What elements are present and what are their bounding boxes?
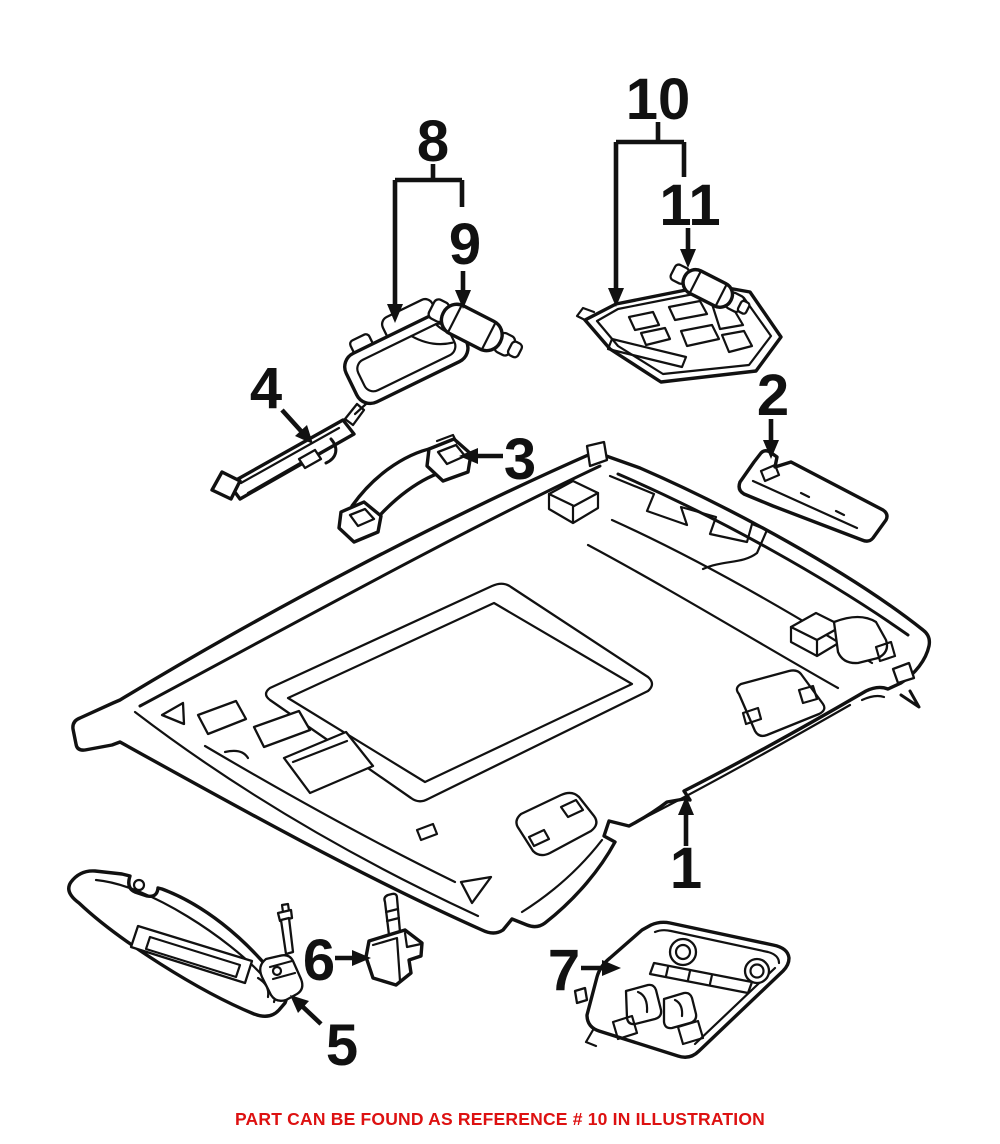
callout-10-arrowhead bbox=[608, 288, 624, 307]
callout-11-label: 11 bbox=[659, 173, 720, 238]
sun-visor-drawing bbox=[67, 869, 288, 1018]
callout-4-line bbox=[280, 408, 303, 433]
rear-trim-panel-drawing bbox=[737, 449, 889, 543]
callout-10: 10 bbox=[608, 67, 690, 307]
callout-2: 2 bbox=[757, 363, 789, 459]
callout-11-arrowhead bbox=[680, 249, 696, 268]
callout-1: 1 bbox=[670, 796, 702, 901]
callout-7-label: 7 bbox=[548, 938, 580, 1003]
callout-5: 5 bbox=[290, 995, 358, 1078]
callout-11: 11 bbox=[659, 173, 721, 268]
callout-2-label: 2 bbox=[757, 363, 789, 428]
callout-4: 4 bbox=[250, 356, 313, 444]
callout-8-arrowhead bbox=[387, 304, 403, 323]
reference-caption: PART CAN BE FOUND AS REFERENCE # 10 IN I… bbox=[234, 1109, 766, 1129]
festoon-bulb-11-drawing bbox=[669, 263, 751, 315]
grab-handle-drawing bbox=[337, 433, 473, 544]
callout-5-arrowhead bbox=[290, 995, 309, 1013]
callout-1-arrowhead bbox=[678, 796, 694, 815]
overhead-console-drawing bbox=[573, 920, 791, 1059]
callout-10-bracket bbox=[613, 122, 687, 290]
callout-6-arrowhead bbox=[352, 950, 371, 966]
callout-5-line bbox=[301, 1005, 323, 1026]
callout-1-label: 1 bbox=[670, 836, 702, 901]
roof-light-unit-drawing bbox=[575, 283, 783, 384]
callout-4-arrowhead bbox=[295, 425, 313, 444]
callout-3: 3 bbox=[459, 427, 536, 492]
callout-4-label: 4 bbox=[250, 356, 282, 421]
callout-3-label: 3 bbox=[504, 427, 536, 492]
callout-2-arrowhead bbox=[763, 440, 779, 459]
callout-10-label: 10 bbox=[626, 67, 691, 132]
callout-9-arrowhead bbox=[455, 290, 471, 309]
festoon-bulb-9-drawing bbox=[427, 298, 524, 359]
sun-visor-clip-drawing bbox=[259, 902, 304, 1002]
callout-3-arrowhead bbox=[459, 448, 478, 464]
callout-6: 6 bbox=[303, 928, 371, 993]
callout-5-label: 5 bbox=[326, 1013, 358, 1078]
mounting-bracket-drawing bbox=[210, 402, 368, 501]
callout-7: 7 bbox=[548, 938, 621, 1003]
callout-8: 8 bbox=[387, 109, 465, 323]
callout-6-label: 6 bbox=[303, 928, 335, 993]
visor-mount-drawing bbox=[364, 892, 424, 987]
callout-8-label: 8 bbox=[417, 109, 449, 174]
callout-9: 9 bbox=[449, 212, 481, 309]
callout-9-label: 9 bbox=[449, 212, 481, 277]
headliner-panel-drawing bbox=[71, 440, 932, 935]
callout-7-arrowhead bbox=[602, 960, 621, 976]
callout-8-bracket bbox=[392, 164, 465, 306]
